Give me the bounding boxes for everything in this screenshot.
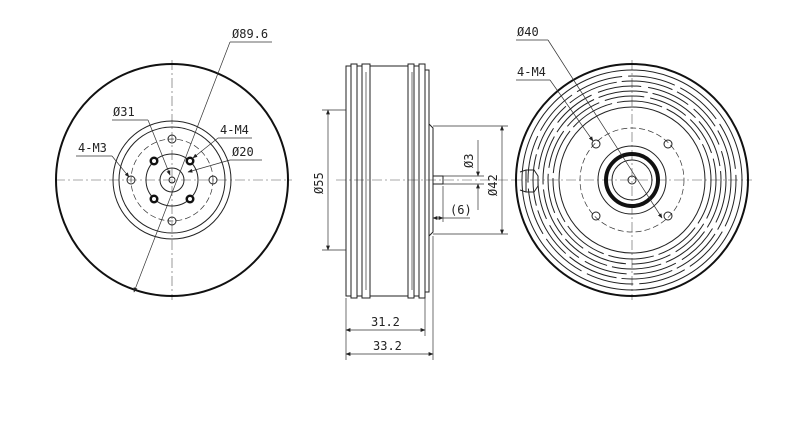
side-hub-diameter-label: Ø42	[486, 174, 500, 196]
side-view: Ø55 Ø42 Ø3 (6) 31.2 33.2	[312, 63, 512, 360]
front-center-diameter-label: Ø20	[232, 145, 254, 159]
side-body	[345, 63, 430, 299]
rear-holes-m4	[591, 139, 673, 221]
front-view: Ø89.6 Ø31 4-M4 Ø20 4-M3	[55, 27, 292, 300]
side-body-length-label: 31.2	[371, 315, 400, 329]
cable-exit	[519, 169, 539, 193]
side-hub	[428, 123, 444, 237]
front-holes-m4-label: 4-M4	[220, 123, 249, 137]
front-holes-m3	[126, 134, 218, 226]
rear-bolt-circle-label: Ø40	[517, 25, 539, 39]
front-bolt-circle-label: Ø31	[113, 105, 135, 119]
front-holes-m4	[149, 156, 195, 204]
rear-holes-m4-label: 4-M4	[517, 65, 546, 79]
side-shaft-diameter-label: Ø3	[462, 154, 476, 168]
front-outer-diameter-label: Ø89.6	[232, 27, 268, 41]
rear-view: Ø40 4-M4	[512, 25, 752, 300]
side-total-length-label: 33.2	[373, 339, 402, 353]
front-holes-m3-label: 4-M3	[78, 141, 107, 155]
side-shaft-length-label: (6)	[450, 203, 472, 217]
side-body-diameter-label: Ø55	[312, 172, 326, 194]
rear-hub	[597, 145, 667, 215]
